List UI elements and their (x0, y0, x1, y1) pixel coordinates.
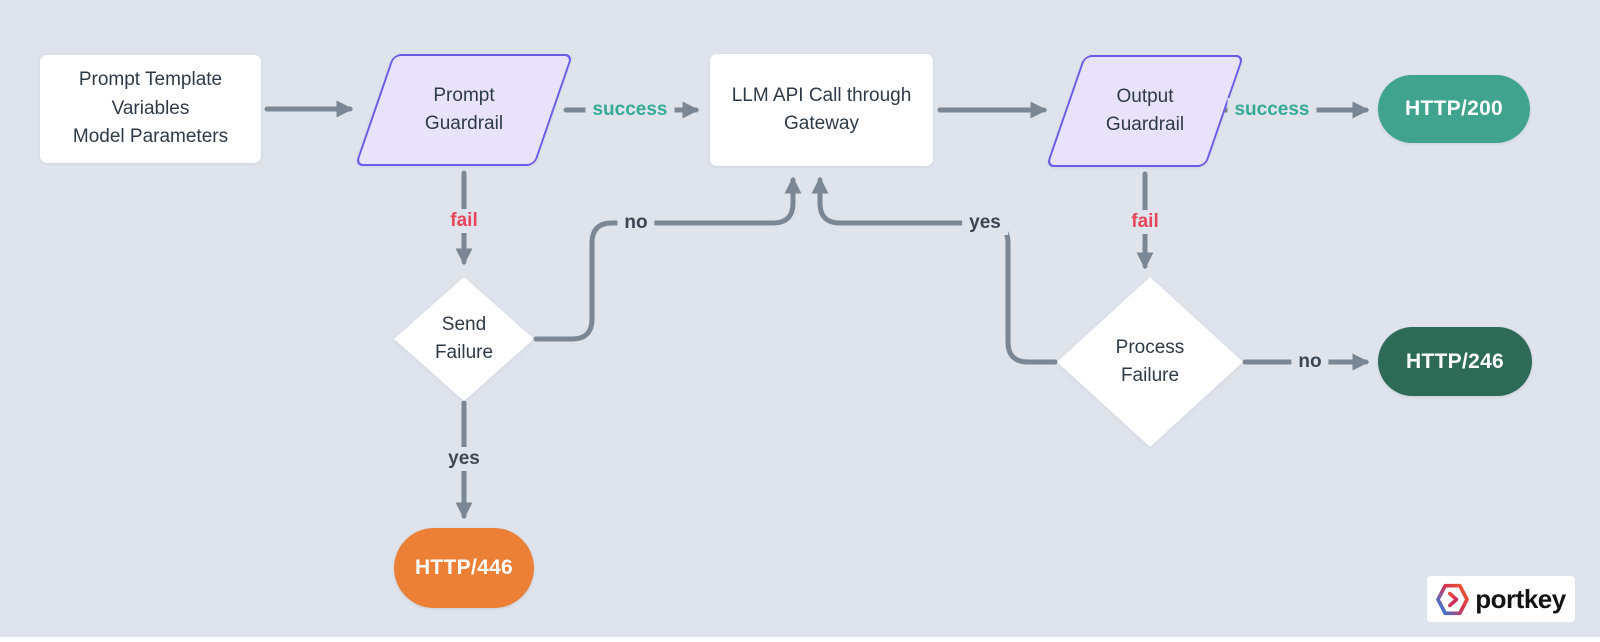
edge-label-send-failure-yes: yes (441, 447, 487, 471)
node-send-failure-line-2: Failure (434, 342, 494, 363)
http-446-label: HTTP/446 (414, 556, 514, 579)
node-prompt-guardrail-line-2: Guardrail (424, 113, 504, 134)
edge-send-failure-no-to-llm (533, 176, 802, 342)
node-llm-api-call: LLM API Call through Gateway (710, 54, 933, 166)
node-process-failure-line-2: Failure (1120, 365, 1180, 386)
portkey-logo: portkey (1427, 576, 1575, 622)
edge-label-process-failure-yes: yes (962, 211, 1008, 235)
node-prompt-guardrail-line-1: Prompt (433, 84, 495, 106)
node-input-line-2: Variables (111, 97, 190, 119)
node-http-446: HTTP/446 (394, 528, 534, 608)
node-llm-line-1: LLM API Call through (731, 84, 912, 106)
node-input-line-1: Prompt Template (78, 69, 223, 91)
diamond-shape (1057, 277, 1243, 447)
node-output-guardrail-line-1: Output (1116, 85, 1174, 107)
edge-process-failure-yes-to-llm (811, 176, 1058, 365)
node-output-guardrail-line-2: Guardrail (1105, 114, 1185, 135)
node-send-failure: Send Failure (394, 277, 534, 401)
node-process-failure-line-1: Process (1115, 336, 1185, 358)
http-246-label: HTTP/246 (1405, 349, 1505, 373)
bottom-edge-strip (0, 637, 1600, 642)
edge-label-process-failure-no: no (1291, 350, 1329, 374)
edge-label-output-fail: fail (1124, 210, 1166, 234)
node-llm-line-2: Gateway (784, 113, 859, 134)
node-input-parameters: Prompt Template Variables Model Paramete… (40, 55, 261, 163)
edge-label-output-success: success (1227, 98, 1317, 122)
node-process-failure: Process Failure (1057, 277, 1243, 447)
node-prompt-guardrail: Prompt Guardrail (354, 54, 574, 166)
portkey-logo-text: portkey (1475, 583, 1566, 614)
edge-label-prompt-success: success (585, 98, 675, 122)
http-200-label: HTTP/200 (1404, 97, 1504, 120)
edge-label-prompt-fail: fail (443, 209, 485, 233)
node-http-246: HTTP/246 (1378, 327, 1532, 396)
node-send-failure-line-1: Send (441, 313, 487, 335)
edge-label-send-failure-no: no (617, 211, 655, 235)
diamond-shape (394, 277, 534, 401)
portkey-hexagon-icon (1436, 583, 1470, 615)
node-input-line-3: Model Parameters (72, 126, 229, 148)
node-output-guardrail: Output Guardrail (1045, 55, 1245, 167)
node-http-200: HTTP/200 (1378, 75, 1530, 143)
